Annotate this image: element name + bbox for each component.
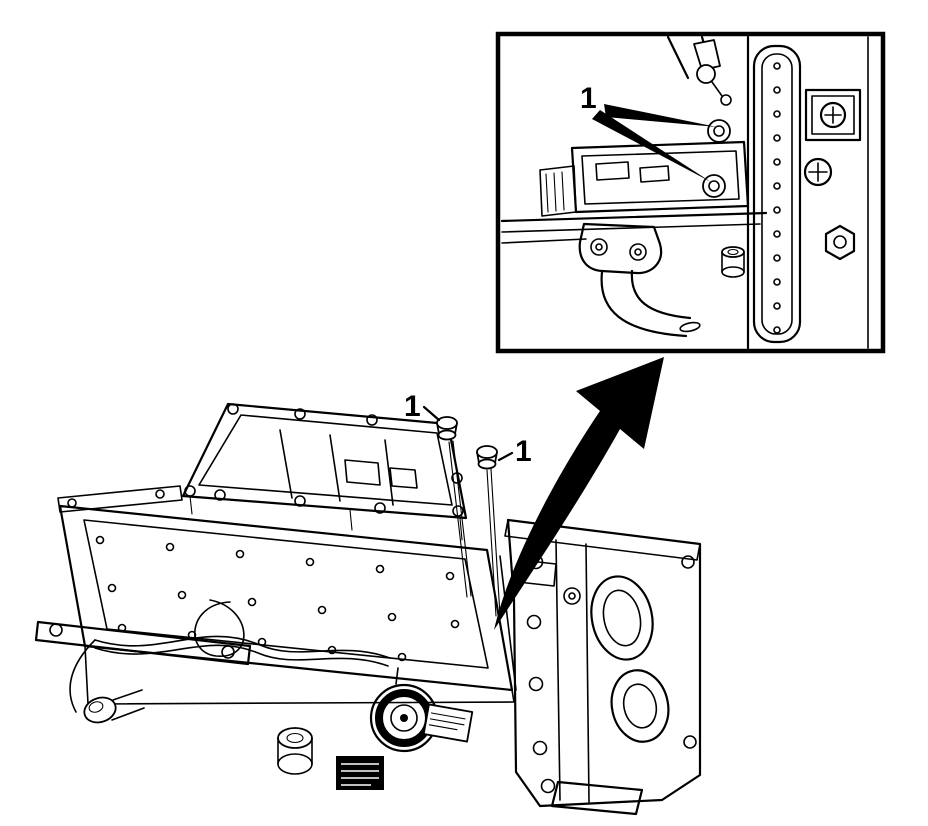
hex-plug [824, 224, 856, 261]
inset-bolt-lower [702, 174, 726, 198]
bolt-a-icon [436, 416, 472, 598]
small-cylinder [721, 246, 745, 278]
callout-bolt-left: 1 [404, 390, 441, 423]
magnify-arrow [494, 357, 664, 630]
leader-line-left [422, 405, 441, 422]
left-mounting-bar [34, 620, 252, 666]
detail-inset: 1 [495, 31, 886, 354]
barcode-label [336, 756, 384, 790]
callout-1-left: 1 [404, 390, 421, 423]
tcm-module [539, 140, 750, 217]
bell-housing [504, 518, 702, 816]
callout-bolt-right: 1 [497, 435, 532, 468]
accumulator-center [277, 727, 313, 775]
hose [600, 269, 701, 338]
shelf-edges [500, 211, 768, 244]
callout-1-right: 1 [515, 435, 532, 468]
leader-line-right [497, 451, 514, 462]
mount-bracket [578, 222, 663, 275]
id-label [422, 703, 474, 743]
transmission-assembly-drawing [34, 402, 702, 816]
leader-dart-lower [592, 110, 711, 182]
bolt-b-icon [476, 445, 501, 617]
leader-dart-upper [604, 104, 717, 127]
pivot-lever [666, 35, 732, 106]
valve-body-plate [58, 504, 517, 705]
upper-pan [57, 402, 468, 541]
inset-bolt-upper [707, 119, 731, 143]
callout-1-inset: 1 [580, 82, 597, 115]
case-screw-mid [803, 157, 833, 187]
case-edge [746, 35, 869, 350]
inset-border [495, 31, 886, 354]
accumulator-left [83, 689, 145, 724]
case-screw-top [804, 88, 862, 142]
wiring-harness [69, 599, 391, 713]
